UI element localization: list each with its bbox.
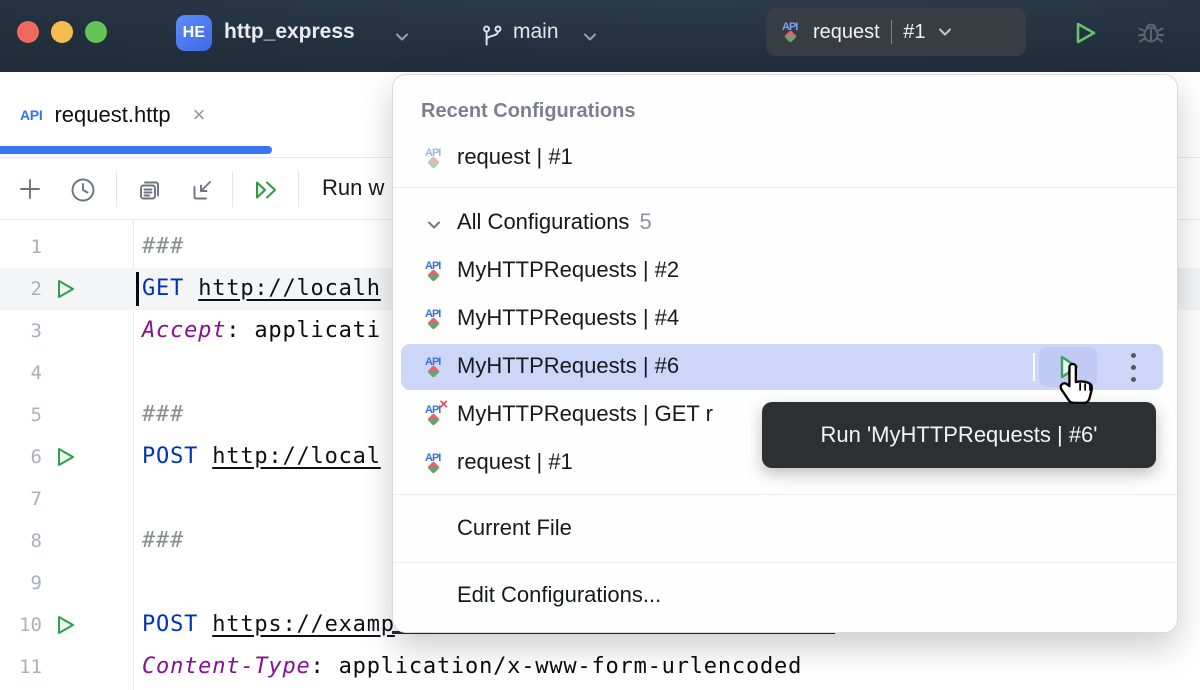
run-configuration-selector[interactable]: API request #1 xyxy=(766,8,1026,56)
current-file-label: Current File xyxy=(457,515,572,541)
run-request-gutter-icon[interactable] xyxy=(55,278,77,300)
line-number: 7 xyxy=(0,478,42,520)
config-item-label: MyHTTPRequests | #2 xyxy=(457,257,679,283)
toolbar-divider xyxy=(232,171,233,207)
line-number: 4 xyxy=(0,352,42,394)
project-name[interactable]: http_express xyxy=(224,20,355,44)
comment-token: ### xyxy=(142,234,184,259)
http-request-config-icon: API xyxy=(425,260,447,282)
title-bar: HE http_express main API request #1 xyxy=(0,0,1200,72)
edit-configurations-item[interactable]: Edit Configurations... xyxy=(393,572,1179,620)
chevron-down-icon xyxy=(580,27,600,47)
value-token: : application/x-www-form-urlencoded xyxy=(311,654,803,679)
config-item[interactable]: API MyHTTPRequests | #4 xyxy=(393,295,1179,343)
line-number: 10 xyxy=(0,604,42,646)
line-number: 6 xyxy=(0,436,42,478)
run-request-gutter-icon[interactable] xyxy=(55,446,77,468)
line-number: 8 xyxy=(0,520,42,562)
comment-token: ### xyxy=(142,402,184,427)
config-item-label: MyHTTPRequests | GET r xyxy=(457,401,713,427)
run-all-requests-icon[interactable] xyxy=(252,176,282,204)
popup-divider xyxy=(393,562,1177,563)
hand-pointer-cursor xyxy=(1056,360,1100,410)
line-number: 2 xyxy=(0,268,42,310)
line-number: 5 xyxy=(0,394,42,436)
line-number: 9 xyxy=(0,562,42,604)
zoom-window-button[interactable] xyxy=(85,21,107,43)
popup-divider xyxy=(393,494,1177,495)
examples-icon[interactable] xyxy=(136,176,164,204)
http-request-config-icon: API xyxy=(782,21,804,43)
run-config-separator xyxy=(891,20,893,44)
toolbar-divider xyxy=(116,171,117,207)
configurations-count: 5 xyxy=(639,209,651,234)
active-tab-indicator xyxy=(0,146,272,154)
header-token: Accept xyxy=(142,318,226,343)
http-request-config-error-icon: API × xyxy=(425,404,447,426)
config-more-options-kebab[interactable] xyxy=(1127,351,1139,385)
history-clock-icon[interactable] xyxy=(69,176,97,204)
url-token[interactable]: http://localh xyxy=(198,276,381,301)
config-item-label: request | #1 xyxy=(457,144,573,170)
text-caret xyxy=(136,272,139,306)
line-number: 11 xyxy=(0,646,42,688)
row-controls-divider xyxy=(1033,353,1035,381)
http-request-config-icon: API xyxy=(425,147,447,169)
all-configurations-label: All Configurations5 xyxy=(457,209,652,235)
config-item[interactable]: API MyHTTPRequests | #2 xyxy=(393,247,1179,295)
line-number: 1 xyxy=(0,226,42,268)
debug-bug-button[interactable] xyxy=(1134,17,1168,51)
project-avatar[interactable]: HE xyxy=(176,15,212,51)
run-with-label[interactable]: Run w xyxy=(322,175,384,201)
run-configurations-popup: Recent Configurations API request | #1 A… xyxy=(392,74,1178,633)
config-item-label: MyHTTPRequests | #6 xyxy=(457,353,679,379)
config-item-label: request | #1 xyxy=(457,449,573,475)
close-tab-icon[interactable]: × xyxy=(193,104,206,126)
recent-configurations-header: Recent Configurations xyxy=(421,100,635,123)
method-token: GET xyxy=(142,276,184,301)
http-file-icon: API xyxy=(20,107,42,123)
comment-token: ### xyxy=(142,528,184,553)
edit-configurations-label: Edit Configurations... xyxy=(457,582,661,608)
close-window-button[interactable] xyxy=(17,21,39,43)
config-item-label: MyHTTPRequests | #4 xyxy=(457,305,679,331)
error-x-badge: × xyxy=(439,398,448,412)
method-token: POST xyxy=(142,444,198,469)
header-token: Content-Type xyxy=(142,654,311,679)
code-line: 11 Content-Type: application/x-www-form-… xyxy=(0,646,1200,688)
open-log-import-icon[interactable] xyxy=(189,176,217,204)
tab-title: request.http xyxy=(54,102,170,128)
run-config-name: request xyxy=(813,21,880,44)
url-token[interactable]: http://local xyxy=(212,444,381,469)
popup-divider xyxy=(393,187,1177,188)
http-request-config-icon: API xyxy=(425,356,447,378)
run-tooltip: Run 'MyHTTPRequests | #6' xyxy=(762,402,1156,468)
line-number: 3 xyxy=(0,310,42,352)
run-config-number: #1 xyxy=(903,21,925,44)
recent-config-item[interactable]: API request | #1 xyxy=(393,134,1179,182)
all-configurations-toggle[interactable]: All Configurations5 xyxy=(393,199,1179,247)
add-request-icon[interactable] xyxy=(17,176,43,202)
run-request-gutter-icon[interactable] xyxy=(55,614,77,636)
git-branch-icon xyxy=(479,23,505,49)
chevron-down-icon xyxy=(424,215,444,235)
url-token[interactable]: https://examp xyxy=(212,612,395,637)
current-file-item[interactable]: Current File xyxy=(393,505,1179,553)
value-token: : applicati xyxy=(226,318,381,343)
chevron-down-icon xyxy=(392,27,412,47)
run-button[interactable] xyxy=(1068,17,1100,49)
http-request-config-icon: API xyxy=(425,452,447,474)
minimize-window-button[interactable] xyxy=(51,21,73,43)
http-request-config-icon: API xyxy=(425,308,447,330)
method-token: POST xyxy=(142,612,198,637)
chevron-down-icon xyxy=(935,22,955,42)
toolbar-divider xyxy=(298,171,299,207)
branch-name[interactable]: main xyxy=(513,20,559,44)
